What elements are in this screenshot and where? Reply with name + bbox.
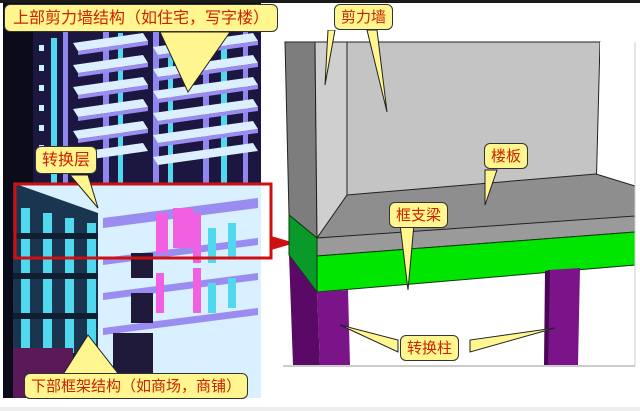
transfer-detail-illustration: [283, 30, 636, 367]
callout-frame-supported-beam: 框支梁: [389, 202, 449, 228]
callout-transfer-story: 转换层: [35, 146, 98, 174]
bottom-border: [0, 407, 640, 411]
transfer-story-pointer: [68, 174, 99, 209]
callout-transfer-column: 转换柱: [400, 335, 460, 361]
floor-slab-pointer: [484, 169, 498, 206]
callout-shear-wall: 剪力墙: [334, 4, 394, 30]
top-border: [0, 0, 640, 3]
shear-wall-pointer-left: [324, 30, 336, 86]
transfer-story-highlight-box: [13, 182, 273, 260]
column-pointer-left: [339, 324, 399, 353]
shear-wall-pointer-right: [366, 30, 388, 113]
upper-structure-pointer: [159, 31, 231, 93]
callout-upper-shear-wall-structure: 上部剪力墙结构（如住宅，写字楼）: [4, 4, 279, 32]
building-model-illustration: [3, 3, 261, 398]
left-callout-pointers: [61, 31, 231, 377]
column-pointer-right: [469, 327, 556, 353]
lower-structure-pointer: [61, 334, 122, 377]
building-model-panel: [3, 3, 261, 398]
callout-floor-slab: 楼板: [484, 143, 529, 169]
callout-lower-frame-structure: 下部框架结构（如商场，商铺）: [24, 373, 249, 399]
